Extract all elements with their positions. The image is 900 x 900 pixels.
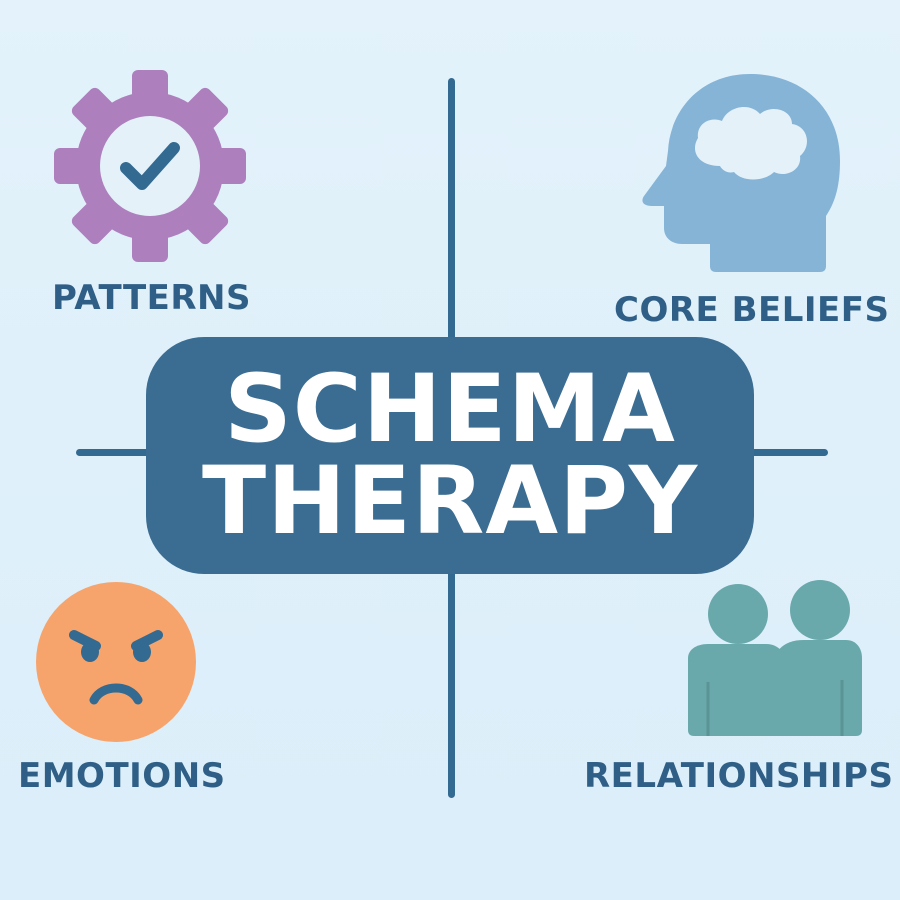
label-patterns: PATTERNS bbox=[52, 278, 251, 318]
two-people-icon bbox=[688, 580, 862, 736]
label-emotions: EMOTIONS bbox=[18, 756, 226, 796]
gear-check-icon bbox=[54, 70, 246, 262]
label-relationships: RELATIONSHIPS bbox=[584, 756, 894, 796]
title-line-2: THERAPY bbox=[201, 446, 699, 556]
title-line-1: SCHEMA bbox=[224, 354, 676, 464]
head-cloud-icon bbox=[642, 74, 840, 272]
schema-therapy-title-box: SCHEMA THERAPY bbox=[146, 337, 754, 574]
angry-face-icon bbox=[36, 582, 196, 742]
label-core-beliefs: CORE BELIEFS bbox=[614, 290, 890, 330]
